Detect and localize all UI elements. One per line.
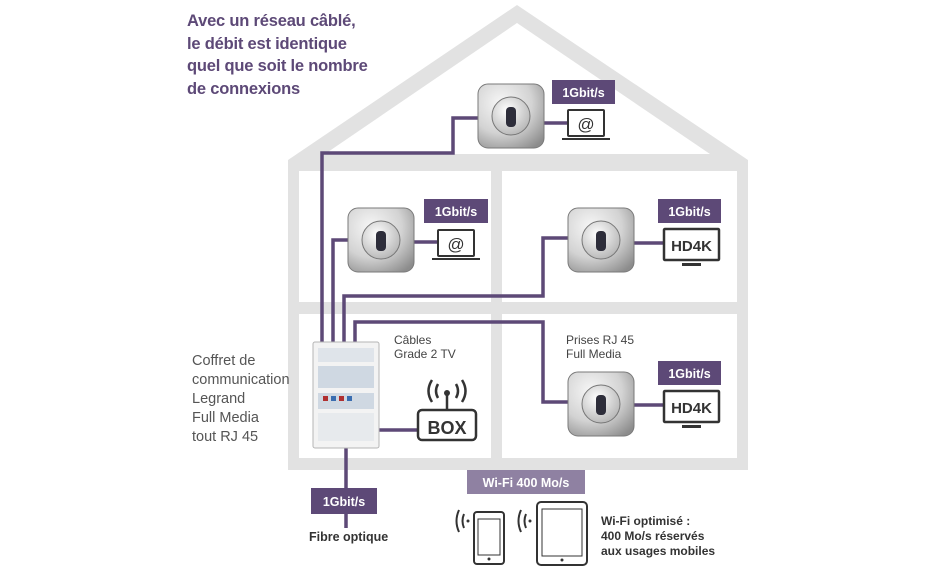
bandwidth-badge-wifi: Wi-Fi 400 Mo/s bbox=[467, 470, 585, 494]
svg-text:1Gbit/s: 1Gbit/s bbox=[668, 205, 710, 219]
bandwidth-badge-upper-left: 1Gbit/s bbox=[424, 199, 488, 223]
tv-icon: HD4K bbox=[662, 389, 721, 428]
bandwidth-badge-fiber: 1Gbit/s bbox=[311, 488, 377, 514]
svg-text:Wi-Fi 400 Mo/s: Wi-Fi 400 Mo/s bbox=[483, 476, 570, 490]
cabinet-label-line: tout RJ 45 bbox=[192, 429, 259, 445]
wifi-note-line: Wi-Fi optimisé : bbox=[601, 514, 691, 528]
svg-text:1Gbit/s: 1Gbit/s bbox=[562, 86, 604, 100]
prises-label-line: Full Media bbox=[566, 347, 622, 361]
bandwidth-badge-lower-right: 1Gbit/s bbox=[658, 361, 721, 385]
wifi-signal-icon bbox=[455, 509, 470, 533]
svg-text:HD4K: HD4K bbox=[671, 238, 712, 255]
headline-line: quel que soit le nombre bbox=[187, 57, 368, 75]
svg-text:1Gbit/s: 1Gbit/s bbox=[435, 205, 477, 219]
cable-upper-right bbox=[342, 236, 598, 342]
headline-line: Avec un réseau câblé, bbox=[187, 12, 356, 30]
cabinet-label-line: Legrand bbox=[192, 391, 246, 407]
bandwidth-badge-attic: 1Gbit/s bbox=[552, 80, 615, 104]
cable-lower-right bbox=[353, 320, 598, 404]
cabinet-label-line: Full Media bbox=[192, 410, 259, 426]
svg-text:BOX: BOX bbox=[427, 418, 466, 438]
wifi-note-line: 400 Mo/s réservés bbox=[601, 529, 705, 543]
svg-text:@: @ bbox=[447, 235, 464, 254]
cables-label: Câbles Grade 2 TV bbox=[394, 333, 456, 361]
laptop-icon: @ bbox=[432, 229, 480, 260]
fiber-label: Fibre optique bbox=[309, 530, 389, 544]
communication-cabinet bbox=[312, 341, 380, 449]
svg-text:1Gbit/s: 1Gbit/s bbox=[323, 495, 365, 509]
prises-label: Prises RJ 45 Full Media bbox=[566, 333, 634, 361]
wifi-signal-icon bbox=[517, 509, 532, 533]
wifi-note-line: aux usages mobiles bbox=[601, 544, 716, 558]
rj45-socket-attic bbox=[477, 83, 545, 149]
smartphone-icon bbox=[473, 511, 505, 565]
rj45-socket-lower-right bbox=[567, 371, 635, 437]
cabinet-label: Coffret de communication Legrand Full Me… bbox=[192, 352, 290, 447]
svg-text:@: @ bbox=[577, 115, 594, 134]
svg-text:HD4K: HD4K bbox=[671, 400, 712, 417]
headline: Avec un réseau câblé, le débit est ident… bbox=[187, 10, 407, 100]
headline-line: le débit est identique bbox=[187, 34, 347, 53]
wifi-note: Wi-Fi optimisé : 400 Mo/s réservés aux u… bbox=[601, 514, 715, 559]
tablet-icon bbox=[536, 501, 588, 566]
cable-attic bbox=[320, 116, 503, 342]
cabinet-label-line: communication bbox=[192, 372, 290, 388]
cables-label-line: Grade 2 TV bbox=[394, 347, 456, 361]
tv-icon: HD4K bbox=[662, 227, 721, 266]
svg-text:1Gbit/s: 1Gbit/s bbox=[668, 367, 710, 381]
cables-label-line: Câbles bbox=[394, 333, 432, 347]
router-box-icon: BOX bbox=[416, 379, 478, 442]
rj45-socket-upper-left bbox=[347, 207, 415, 273]
laptop-icon: @ bbox=[562, 109, 610, 140]
rj45-socket-upper-right bbox=[567, 207, 635, 273]
prises-label-line: Prises RJ 45 bbox=[566, 333, 635, 347]
cabinet-label-line: Coffret de bbox=[192, 353, 256, 369]
bandwidth-badge-upper-right: 1Gbit/s bbox=[658, 199, 721, 223]
headline-line: de connexions bbox=[187, 79, 300, 98]
